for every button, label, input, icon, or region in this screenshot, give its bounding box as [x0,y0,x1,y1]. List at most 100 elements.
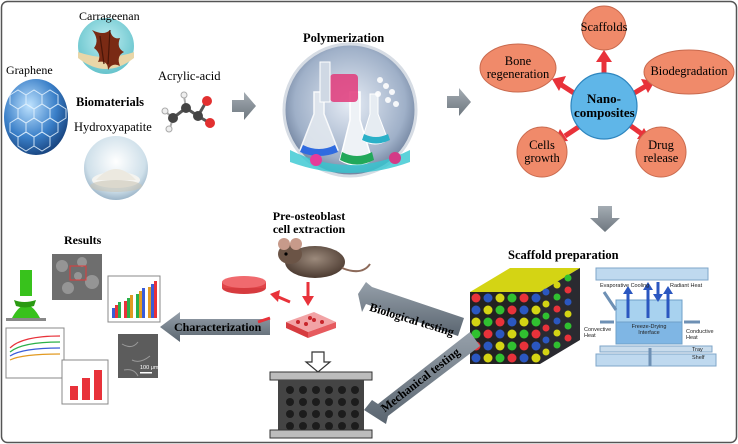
result-bar [115,305,118,318]
scaffold-pore [542,348,550,356]
scaffold-pore [542,312,550,320]
press-pore [338,398,346,406]
scaffold-pore [471,329,481,339]
scaffold-pore [564,298,572,306]
press-pore [325,422,333,430]
scaffold-pore [495,329,505,339]
radiant-heat-label: Radiant Heat [670,283,703,289]
press-pore [325,410,333,418]
result-bar [139,291,142,318]
scaffold-pore [507,305,517,315]
hydroxyapatite-label: Hydroxyapatite [74,120,152,134]
satellite-biodegradation [643,49,735,95]
scaffold-pore [553,341,561,349]
scaffold-preparation-title: Scaffold preparation [508,248,619,262]
press-pore [286,386,294,394]
convective-heat-label: Convective Heat [584,327,612,339]
press-pore [299,410,307,418]
biomaterials-label: Biomaterials [76,95,145,109]
satellite-drug-release [635,126,687,178]
press-pore [312,410,320,418]
scaffold-pore [483,293,493,303]
result-bar [148,287,151,318]
scaffold-pore [495,293,505,303]
acrylic-acid-label: Acrylic-acid [158,69,221,83]
scaffold-pore [564,322,572,330]
pre-osteoblast-label: Pre-osteoblast cell extraction [272,209,346,236]
freeze-drying-interface-label: Freeze-Drying Interface [631,324,667,336]
scaffold-pore [542,288,550,296]
tray-label: Tray [692,347,703,353]
press-pore [312,398,320,406]
satellite-bone-regeneration-label: Bone regeneration [486,54,550,82]
scaffold-pore [483,341,493,351]
press-pore [312,386,320,394]
results-panels [5,254,161,405]
scaffold-pore [542,336,550,344]
press-pore [338,422,346,430]
scaffold-pore [483,329,493,339]
satellite-scaffolds-label: Scaffolds [580,20,628,34]
result-bar [118,302,121,318]
press-pore [286,422,294,430]
press-pore [299,398,307,406]
scaffold-pore [531,305,541,315]
result-bar [124,301,127,318]
scaffold-pore [519,305,529,315]
scaffold-pore [531,317,541,327]
result-bar [130,295,133,318]
result-bar [154,281,157,318]
scaffold-pore [519,353,529,363]
scaffold-pore [531,341,541,351]
scaffold-pore [483,317,493,327]
scaffold-pore [495,353,505,363]
scaffold-pore [531,293,541,303]
scaffold-pore [507,329,517,339]
scaffold-pore [507,317,517,327]
press-pore [351,422,359,430]
scaffold-pore [507,293,517,303]
satellite-biodegradation-label: Biodegradation [650,64,728,78]
petri-dish-2 [286,312,336,338]
scaffold-pore [471,353,481,363]
scale-bar-label: 100 μm [140,365,159,371]
press-pore [325,398,333,406]
press-pore [286,410,294,418]
polymerization-label: Polymerization [303,31,385,45]
polymerization-image [282,42,418,178]
scaffold-pore [553,305,561,313]
press-pore [325,386,333,394]
scaffold-pore [471,317,481,327]
scaffold-pore [553,329,561,337]
mechanical-testing-arrow [364,332,480,424]
press-pore [351,386,359,394]
press-pore [299,386,307,394]
carrageenan-image [78,18,134,74]
scaffold-pore [471,293,481,303]
scaffold-cube-image [470,268,580,364]
petri-dish-1 [222,276,266,294]
satellite-cells-growth-label: Cells growth [524,138,560,166]
graphene-image [4,79,68,155]
press-pore [351,410,359,418]
characterization-label: Characterization [174,320,262,334]
nanocomposites-hub [570,72,638,140]
scaffold-pore [564,310,572,318]
result-bar [151,284,154,318]
freeze-drying-diagram [595,267,717,367]
scaffold-pore [483,353,493,363]
graphene-label: Graphene [6,63,53,77]
satellite-cells-growth [516,126,568,178]
result-bar [142,288,145,318]
scaffold-pore [553,293,561,301]
scaffold-pore [519,329,529,339]
scaffold-pore [495,341,505,351]
press-pore [351,398,359,406]
scaffold-pore [471,305,481,315]
scaffold-pore [553,317,561,325]
scaffold-pore [564,334,572,342]
scaffold-pore [531,353,541,363]
flow-arrow-down [590,206,620,232]
